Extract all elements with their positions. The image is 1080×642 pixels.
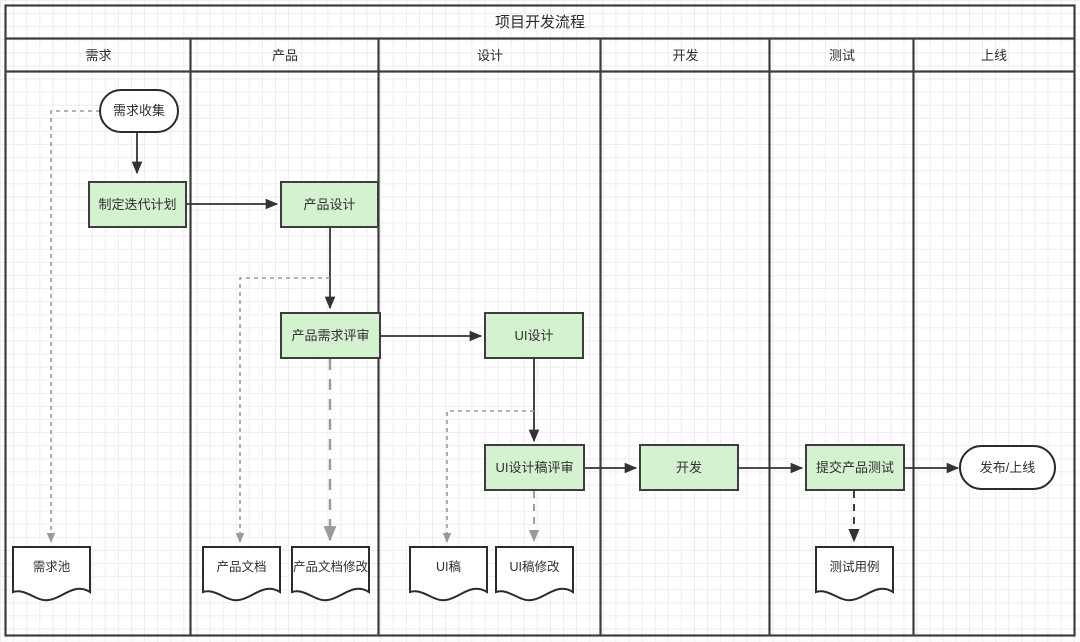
shape-prod-review[interactable] (280, 312, 381, 359)
shape-prod-design[interactable] (280, 181, 379, 228)
shape-ui-design[interactable] (484, 312, 584, 359)
shape-submit-test[interactable] (805, 444, 905, 491)
connector-group-dashed (323, 359, 860, 543)
shape-dev[interactable] (639, 444, 739, 491)
node-shapes (12, 89, 1056, 602)
shape-ui-draft[interactable] (409, 546, 488, 602)
shape-release[interactable] (959, 445, 1056, 490)
pool-frame (4, 4, 1076, 637)
shape-iter-plan[interactable] (88, 181, 187, 228)
shape-test-case[interactable] (815, 546, 894, 602)
connector-group-solid (131, 132, 960, 474)
shape-req-pool[interactable] (12, 546, 91, 602)
shape-ui-review[interactable] (484, 444, 585, 491)
connector-group-dotted (46, 110, 534, 544)
shape-req-collect[interactable] (99, 89, 179, 133)
edge-req-collect-to-req-pool (46, 110, 100, 544)
shape-prod-doc-edit[interactable] (291, 546, 370, 602)
edge-prod-design-to-prod-doc (235, 277, 330, 544)
lane-dividers (189, 38, 915, 635)
shape-ui-draft-edit[interactable] (495, 546, 574, 602)
shape-prod-doc[interactable] (202, 546, 281, 602)
